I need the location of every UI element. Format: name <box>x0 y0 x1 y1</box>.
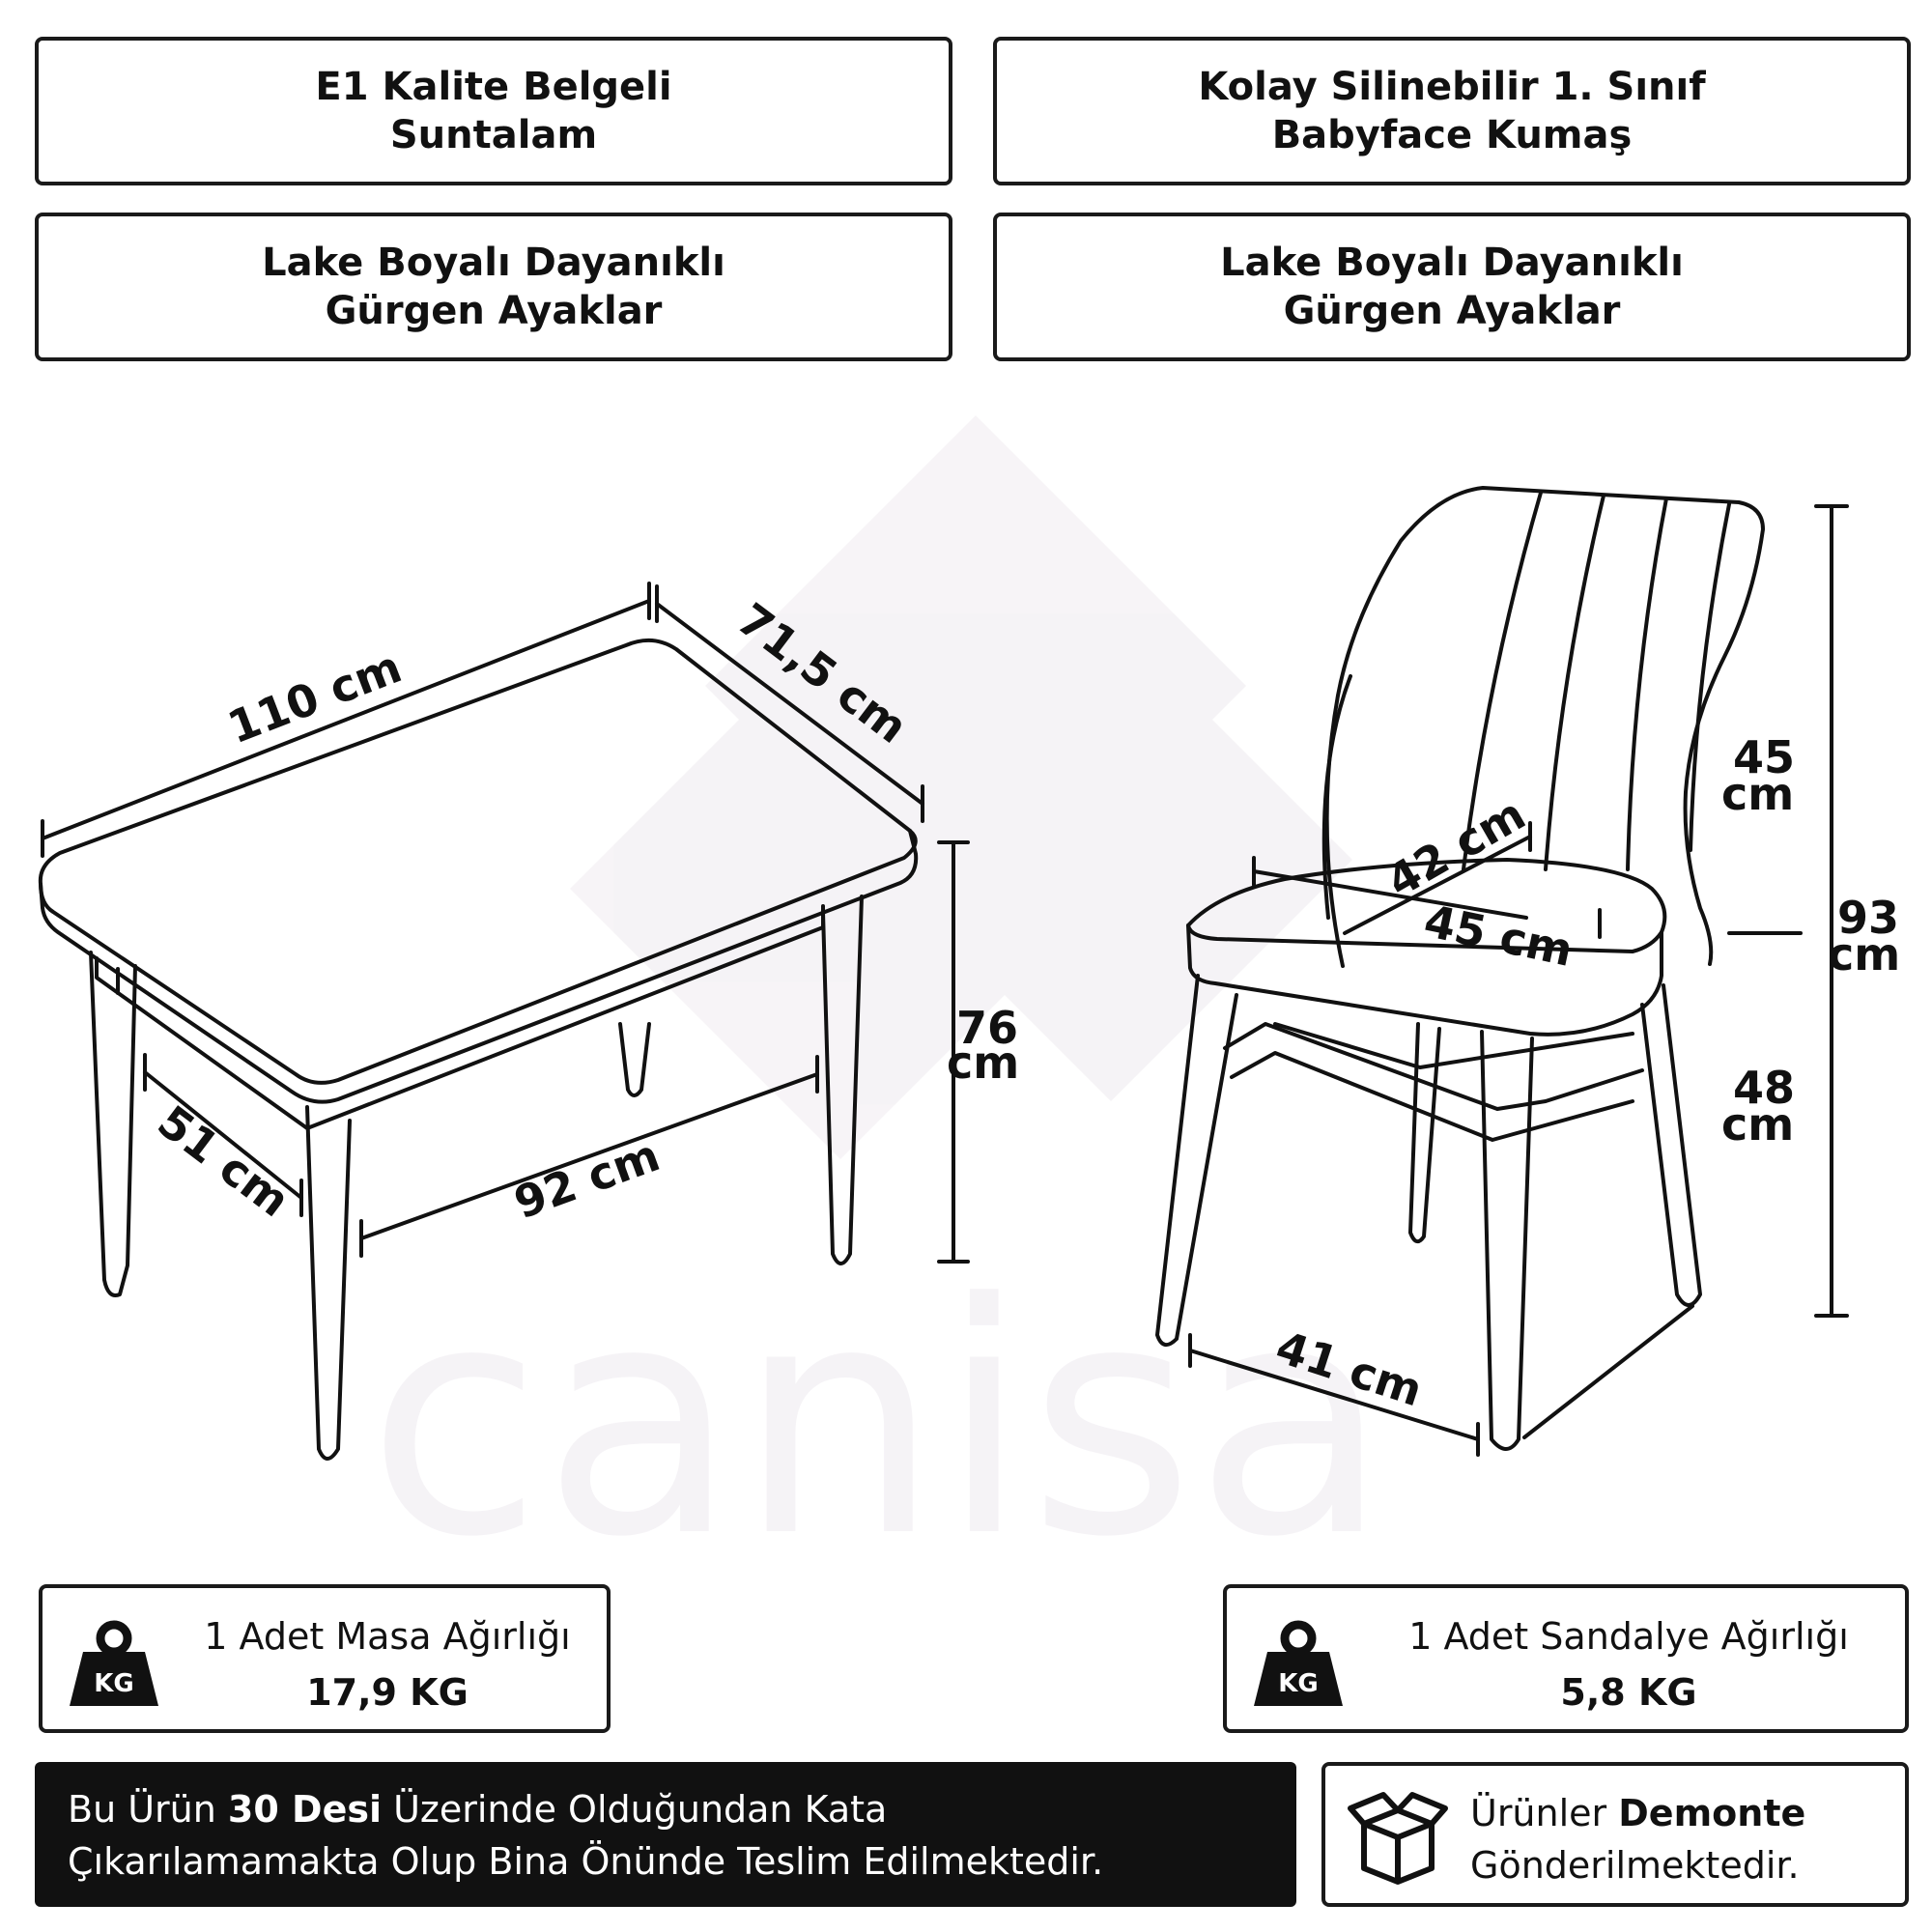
table-leg-long-label: 92 cm <box>507 1128 666 1229</box>
demonte-pre: Ürünler <box>1470 1792 1619 1834</box>
feature-box-chair-legs: Lake Boyalı Dayanıklı Gürgen Ayaklar <box>993 213 1911 361</box>
watermark-text: canisa <box>367 1236 1390 1584</box>
feature-line1: Lake Boyalı Dayanıklı <box>1220 241 1684 285</box>
notice-line2: Çıkarılamamakta Olup Bina Önünde Teslim … <box>68 1840 1104 1883</box>
demonte-line1: Ürünler Demonte <box>1470 1787 1805 1839</box>
chair-drawing <box>1155 486 1765 1451</box>
demonte-box: Ürünler Demonte Gönderilmektedir. <box>1321 1762 1909 1907</box>
open-box-icon <box>1348 1792 1448 1885</box>
demonte-bold: Demonte <box>1618 1792 1806 1834</box>
feature-line1: Lake Boyalı Dayanıklı <box>262 241 725 285</box>
weight-icon-text: KG <box>1278 1669 1319 1698</box>
chair-seat-width-label: 45 cm <box>1420 895 1577 977</box>
feature-line2: Suntalam <box>389 113 598 157</box>
feature-line2: Gürgen Ayaklar <box>1283 289 1621 333</box>
dimension-drawing: canisa <box>38 415 1900 1584</box>
chair-seat-height-unit: cm <box>1721 1098 1794 1151</box>
chair-back-number: 45 <box>1733 731 1795 783</box>
feature-box-table-legs: Lake Boyalı Dayanıklı Gürgen Ayaklar <box>35 213 952 361</box>
feature-box-fabric: Kolay Silinebilir 1. Sınıf Babyface Kuma… <box>993 37 1911 185</box>
demonte-text: Ürünler Demonte Gönderilmektedir. <box>1470 1787 1805 1891</box>
chair-back-unit: cm <box>1721 768 1794 820</box>
feature-box-suntalam: E1 Kalite Belgeli Suntalam <box>35 37 952 185</box>
watermark-logo <box>570 415 1352 1159</box>
demonte-line2: Gönderilmektedir. <box>1470 1844 1800 1887</box>
notice-post: Üzerinde Olduğundan Kata <box>382 1788 888 1831</box>
feature-line1: E1 Kalite Belgeli <box>315 65 672 109</box>
feature-line2: Babyface Kumaş <box>1271 113 1633 157</box>
table-leg-short-label: 51 cm <box>148 1095 298 1228</box>
chair-weight-label: 1 Adet Sandalye Ağırlığı <box>1408 1615 1849 1658</box>
chair-total-unit: cm <box>1828 928 1900 980</box>
chair-weight-value: 5,8 KG <box>1560 1671 1697 1714</box>
feature-line2: Gürgen Ayaklar <box>325 289 663 333</box>
table-weight-label: 1 Adet Masa Ağırlığı <box>204 1615 571 1658</box>
chair-seat-height-number: 48 <box>1733 1062 1795 1114</box>
chair-total-number: 93 <box>1837 892 1899 944</box>
table-height-number: 76 <box>956 1002 1018 1054</box>
notice-line1: Bu Ürün 30 Desi Üzerinde Olduğundan Kata <box>68 1783 1296 1835</box>
delivery-notice: Bu Ürün 30 Desi Üzerinde Olduğundan Kata… <box>35 1762 1296 1907</box>
chair-dimension-lines <box>1188 504 1849 1457</box>
notice-bold: 30 Desi <box>227 1788 382 1831</box>
table-drawing <box>38 638 919 1461</box>
feature-line1: Kolay Silinebilir 1. Sınıf <box>1198 65 1706 109</box>
table-dimension-lines <box>41 582 970 1264</box>
table-height-unit: cm <box>947 1037 1019 1089</box>
table-weight-value: 17,9 KG <box>306 1671 469 1714</box>
table-weight-box: KG 1 Adet Masa Ağırlığı 17,9 KG <box>39 1584 611 1733</box>
notice-pre: Bu Ürün <box>68 1788 228 1831</box>
chair-weight-box: KG 1 Adet Sandalye Ağırlığı 5,8 KG <box>1223 1584 1909 1733</box>
weight-kg-icon: KG <box>70 1620 158 1706</box>
weight-kg-icon: KG <box>1254 1620 1343 1706</box>
weight-icon-text: KG <box>94 1669 134 1698</box>
